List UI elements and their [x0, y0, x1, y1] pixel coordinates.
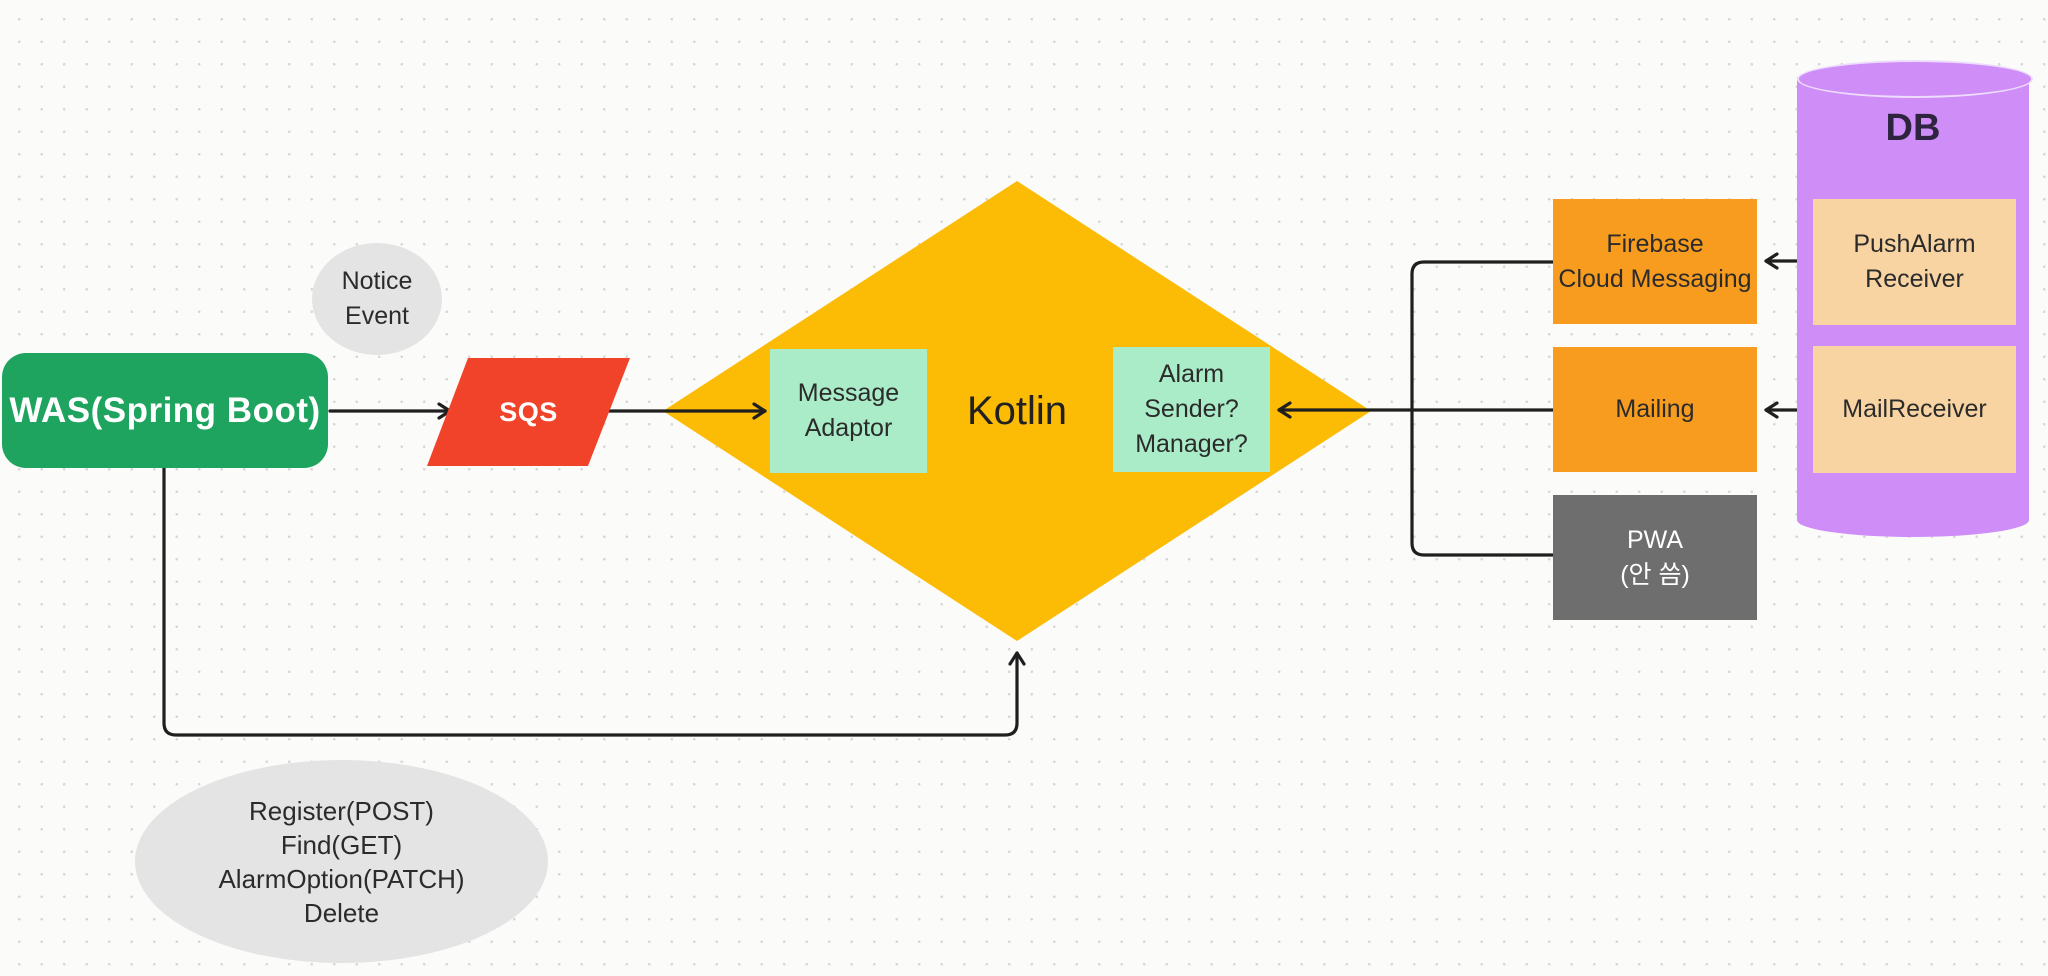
- was-label: WAS(Spring Boot): [9, 390, 321, 430]
- label-line: Register(POST): [249, 795, 434, 826]
- bracket-connector: [1410, 260, 1555, 557]
- db-cylinder-top: [1797, 60, 2033, 98]
- label-line: Find(GET): [280, 829, 403, 860]
- node-pushalarm-receiver[interactable]: PushAlarm Receiver: [1813, 199, 2016, 325]
- label-line: Manager?: [1135, 430, 1248, 458]
- label-line: PushAlarm: [1853, 230, 1976, 258]
- label-line: PWA: [1626, 525, 1684, 554]
- label-line: Firebase: [1606, 229, 1704, 258]
- kotlin-label-text: Kotlin: [966, 388, 1068, 433]
- node-firebase-cloud-messaging[interactable]: Firebase Cloud Messaging: [1553, 199, 1757, 324]
- node-notice-event[interactable]: Notice Event: [312, 243, 442, 355]
- db-title: DB: [1797, 100, 2029, 156]
- label-line: (안 씀): [1620, 560, 1690, 589]
- mail-receiver-label: MailReceiver: [1842, 395, 1987, 423]
- label-line: Receiver: [1865, 265, 1964, 293]
- arrow-was-loop-to-kotlin: [162, 466, 1026, 737]
- kotlin-diamond-shape[interactable]: [663, 181, 1371, 641]
- label-line: Sender?: [1144, 395, 1239, 423]
- label-line: Adaptor: [804, 414, 893, 442]
- sqs-label: SQS: [499, 396, 558, 427]
- node-pwa[interactable]: PWA (안 씀): [1553, 495, 1757, 620]
- node-message-adaptor[interactable]: Message Adaptor: [770, 349, 927, 473]
- node-api-endpoints[interactable]: Register(POST) Find(GET) AlarmOption(PAT…: [135, 760, 548, 963]
- label-line: Delete: [303, 897, 380, 928]
- label-line: Alarm: [1158, 360, 1225, 388]
- node-was-spring-boot[interactable]: WAS(Spring Boot): [2, 353, 328, 468]
- label-line: Cloud Messaging: [1558, 264, 1752, 293]
- label-line: AlarmOption(PATCH): [218, 863, 465, 894]
- label-line: Message: [797, 379, 900, 407]
- label-line: Notice: [341, 267, 413, 295]
- node-alarm-sender-manager[interactable]: Alarm Sender? Manager?: [1113, 347, 1270, 472]
- mailing-label: Mailing: [1615, 395, 1695, 423]
- node-mail-receiver[interactable]: MailReceiver: [1813, 346, 2016, 473]
- node-mailing[interactable]: Mailing: [1553, 347, 1757, 472]
- label-line: Event: [345, 302, 409, 330]
- kotlin-title: Kotlin: [892, 383, 1142, 439]
- db-label-text: DB: [1885, 106, 1941, 149]
- db-cylinder-bottom: [1797, 503, 2029, 537]
